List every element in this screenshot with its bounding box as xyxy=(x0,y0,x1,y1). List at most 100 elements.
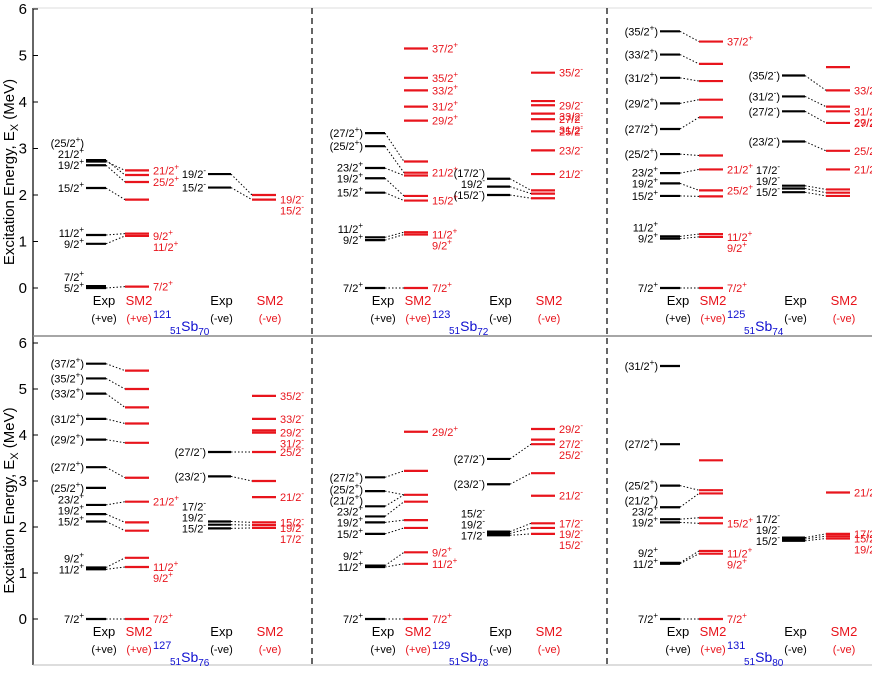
dotted-link xyxy=(509,527,532,534)
exp-pos-spin-label: (27/2+) xyxy=(330,469,363,484)
exp-pos-spin-label: 23/2+ xyxy=(337,503,363,518)
dotted-link xyxy=(384,563,405,568)
sm2-neg-spin-label: 21/2- xyxy=(854,485,872,500)
exp-pos-spin-label: 23/2+ xyxy=(632,503,658,518)
exp-pos-spin-label: (31/2+) xyxy=(625,70,658,85)
sm2-neg-spin-label: 21/2- xyxy=(280,489,304,504)
dotted-link xyxy=(105,466,126,479)
dotted-link xyxy=(105,439,126,444)
sm2-neg-spin-label: 27/2- xyxy=(559,111,583,126)
exp-pos-spin-label: 15/2+ xyxy=(337,185,363,200)
column-subheader: (-ve) xyxy=(210,313,233,325)
column-header: SM2 xyxy=(831,624,858,639)
figure-frame: Excitation Energy, EX (MeV)Excitation En… xyxy=(1,7,872,666)
sm2-neg-spin-label: 29/2- xyxy=(854,114,872,129)
exp-pos-spin-label: 9/2+ xyxy=(638,545,658,560)
sm2-neg-spin-label: 27/2- xyxy=(854,115,872,130)
dotted-link xyxy=(384,490,405,496)
dotted-link xyxy=(105,187,126,201)
dotted-link xyxy=(804,185,827,190)
dotted-link xyxy=(230,173,253,196)
column-header: Exp xyxy=(784,293,806,308)
sm2-pos-spin-label: 7/2+ xyxy=(432,280,452,295)
exp-pos-spin-label: 5/2+ xyxy=(64,280,84,295)
column-header: SM2 xyxy=(831,293,858,308)
sm2-pos-spin-label: 9/2+ xyxy=(432,544,452,559)
dotted-link xyxy=(679,116,700,130)
column-subheader: (+ve) xyxy=(91,313,116,325)
exp-pos-spin-label: (27/2+) xyxy=(625,121,658,136)
column-subheader: (-ve) xyxy=(489,313,512,325)
sm2-neg-spin-label: 19/2- xyxy=(559,526,583,541)
dotted-link xyxy=(105,557,126,568)
dotted-link xyxy=(105,233,126,236)
nucleus-mass: 127 xyxy=(153,640,171,652)
column-header: Exp xyxy=(784,624,806,639)
exp-pos-spin-label: (25/2+) xyxy=(330,138,363,153)
dotted-link xyxy=(105,377,126,390)
nucleus-mass: 121 xyxy=(153,309,171,321)
dotted-link xyxy=(679,485,700,491)
sm2-pos-spin-label: 11/2+ xyxy=(727,546,753,561)
exp-pos-spin-label: (25/2+) xyxy=(625,478,658,493)
column-subheader: (+ve) xyxy=(405,313,430,325)
column-header: SM2 xyxy=(405,293,432,308)
sm2-pos-spin-label: 37/2+ xyxy=(727,34,753,49)
column-subheader: (-ve) xyxy=(784,644,807,656)
y-tick-label: 4 xyxy=(19,94,27,111)
nucleus-mass: 125 xyxy=(727,309,745,321)
dotted-link xyxy=(679,233,700,237)
exp-neg-spin-label: 17/2- xyxy=(756,162,780,177)
exp-pos-spin-label: (31/2+) xyxy=(625,358,658,373)
sm2-pos-spin-label: 33/2+ xyxy=(432,82,458,97)
exp-neg-spin-label: 15/2- xyxy=(461,505,485,520)
sm2-neg-spin-label: 23/2- xyxy=(559,142,583,157)
dotted-link xyxy=(384,551,405,567)
y-tick-label: 2 xyxy=(19,187,27,204)
column-header: Exp xyxy=(372,293,394,308)
y-tick-label: 3 xyxy=(19,141,27,158)
column-header: Exp xyxy=(489,293,511,308)
exp-pos-spin-label: 11/2+ xyxy=(633,556,659,571)
dotted-link xyxy=(509,194,532,199)
sm2-pos-spin-label: 11/2+ xyxy=(727,229,753,244)
exp-pos-spin-label: 15/2+ xyxy=(58,513,84,528)
nucleus-panel-131: 7/2+11/2+9/2+19/2+23/2+(21/2+)(25/2+)(27… xyxy=(625,358,872,669)
sm2-pos-spin-label: 35/2+ xyxy=(432,70,458,85)
exp-pos-spin-label: 15/2+ xyxy=(337,526,363,541)
exp-pos-spin-label: 9/2+ xyxy=(343,232,363,247)
y-tick-label: 2 xyxy=(19,519,27,536)
dotted-link xyxy=(804,538,827,542)
sm2-pos-spin-label: 21/2+ xyxy=(727,161,753,176)
column-subheader: (-ve) xyxy=(210,644,233,656)
dotted-link xyxy=(509,178,532,191)
column-header: SM2 xyxy=(257,293,284,308)
column-header: Exp xyxy=(667,293,689,308)
exp-neg-spin-label: (35/2-) xyxy=(749,67,780,82)
dotted-link xyxy=(509,533,532,536)
exp-pos-spin-label: 19/2+ xyxy=(632,175,658,190)
column-subheader: (+ve) xyxy=(370,313,395,325)
sm2-neg-spin-label: 29/2- xyxy=(559,421,583,436)
exp-pos-spin-label: (25/2+) xyxy=(51,135,84,150)
exp-pos-spin-label: 7/2+ xyxy=(638,280,658,295)
exp-neg-spin-label: (17/2-) xyxy=(454,165,485,180)
column-header: SM2 xyxy=(700,293,727,308)
sm2-neg-spin-label: 25/2- xyxy=(280,444,304,459)
exp-pos-spin-label: 9/2+ xyxy=(64,550,84,565)
dotted-link xyxy=(105,513,126,523)
exp-neg-spin-label: 19/2- xyxy=(461,176,485,191)
exp-pos-spin-label: 7/2+ xyxy=(343,280,363,295)
y-tick-label: 6 xyxy=(19,1,27,18)
exp-pos-spin-label: (35/2+) xyxy=(51,370,84,385)
exp-neg-spin-label: 15/2- xyxy=(756,533,780,548)
exp-neg-spin-label: 19/2- xyxy=(756,173,780,188)
column-subheader: (+ve) xyxy=(126,313,151,325)
nucleus-label: 51Sb80 xyxy=(744,649,784,669)
column-subheader: (+ve) xyxy=(665,644,690,656)
nucleus-mass: 129 xyxy=(432,640,450,652)
nucleus-label: 51Sb78 xyxy=(449,649,489,669)
dotted-link xyxy=(105,521,126,532)
dotted-link xyxy=(384,234,405,241)
